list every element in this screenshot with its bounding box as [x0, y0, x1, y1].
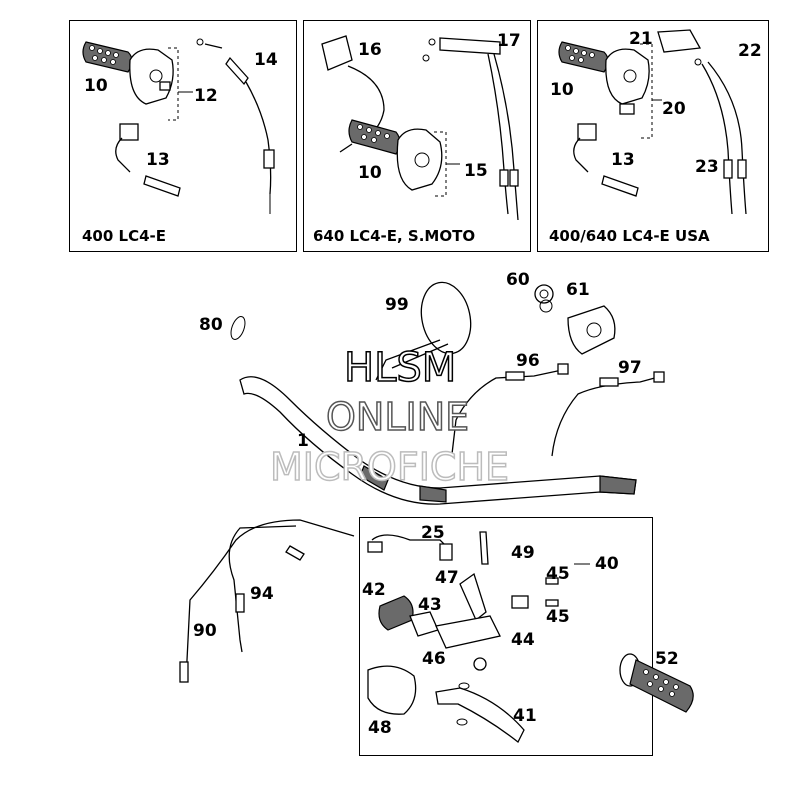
callout-47: 47 [435, 568, 459, 588]
callout-10: 10 [358, 163, 382, 183]
handlebar-icon [239, 376, 637, 505]
callout-96: 96 [516, 351, 540, 371]
callout-48: 48 [368, 718, 392, 738]
callout-45: 45 [546, 607, 570, 627]
watermark-line-2: ONLINE [325, 395, 470, 439]
cable-icon [451, 363, 665, 457]
throttle-grip-icon [558, 41, 609, 73]
panel-caption-3: 400/640 LC4-E USA [549, 227, 710, 245]
callout-60: 60 [506, 270, 530, 290]
callout-45: 45 [546, 564, 570, 584]
callout-21: 21 [629, 29, 653, 49]
cable-icon [196, 38, 275, 214]
callout-44: 44 [511, 630, 535, 650]
callout-52: 52 [655, 649, 679, 669]
callout-49: 49 [511, 543, 535, 563]
cable-icon [694, 58, 747, 215]
switch-icon [534, 284, 616, 355]
callout-16: 16 [358, 40, 382, 60]
kill-switch-icon [573, 123, 639, 197]
panel-caption-2: 640 LC4-E, S.MOTO [313, 227, 476, 245]
o-ring-icon [230, 316, 246, 340]
callout-25: 25 [421, 523, 445, 543]
callout-20: 20 [662, 99, 686, 119]
throttle-housing-icon [605, 48, 650, 115]
callout-41: 41 [513, 706, 537, 726]
callout-99: 99 [385, 295, 409, 315]
callout-46: 46 [422, 649, 446, 669]
cover-icon [657, 29, 702, 53]
watermark-line-3: MICROFICHE [269, 445, 510, 489]
callout-17: 17 [497, 31, 521, 51]
callout-23: 23 [695, 157, 719, 177]
throttle-housing-icon [396, 128, 443, 191]
callout-97: 97 [618, 358, 642, 378]
throttle-grip-icon [619, 653, 694, 713]
callout-12: 12 [194, 86, 218, 106]
callout-90: 90 [193, 621, 217, 641]
throttle-grip-icon [348, 119, 401, 155]
callout-61: 61 [566, 280, 590, 300]
throttle-grip-icon [82, 41, 133, 73]
callout-15: 15 [464, 161, 488, 181]
callout-1: 1 [297, 431, 309, 451]
callout-13: 13 [146, 150, 170, 170]
callout-42: 42 [362, 580, 386, 600]
clutch-lever-icon [367, 531, 559, 744]
cable-icon [179, 519, 355, 683]
callout-94: 94 [250, 584, 274, 604]
callout-10: 10 [84, 76, 108, 96]
cable-icon [422, 37, 519, 221]
throttle-housing-icon [129, 48, 174, 105]
callout-22: 22 [738, 41, 762, 61]
mirror-icon [375, 281, 472, 381]
panel-caption-1: 400 LC4-E [82, 227, 167, 245]
watermark-line-1: HLSM [343, 345, 457, 391]
callout-80: 80 [199, 315, 223, 335]
callout-43: 43 [418, 595, 442, 615]
callout-40: 40 [595, 554, 619, 574]
callout-13: 13 [611, 150, 635, 170]
hand-guard-icon [367, 665, 417, 715]
callout-14: 14 [254, 50, 278, 70]
callout-10: 10 [550, 80, 574, 100]
kill-switch-icon [115, 123, 181, 197]
